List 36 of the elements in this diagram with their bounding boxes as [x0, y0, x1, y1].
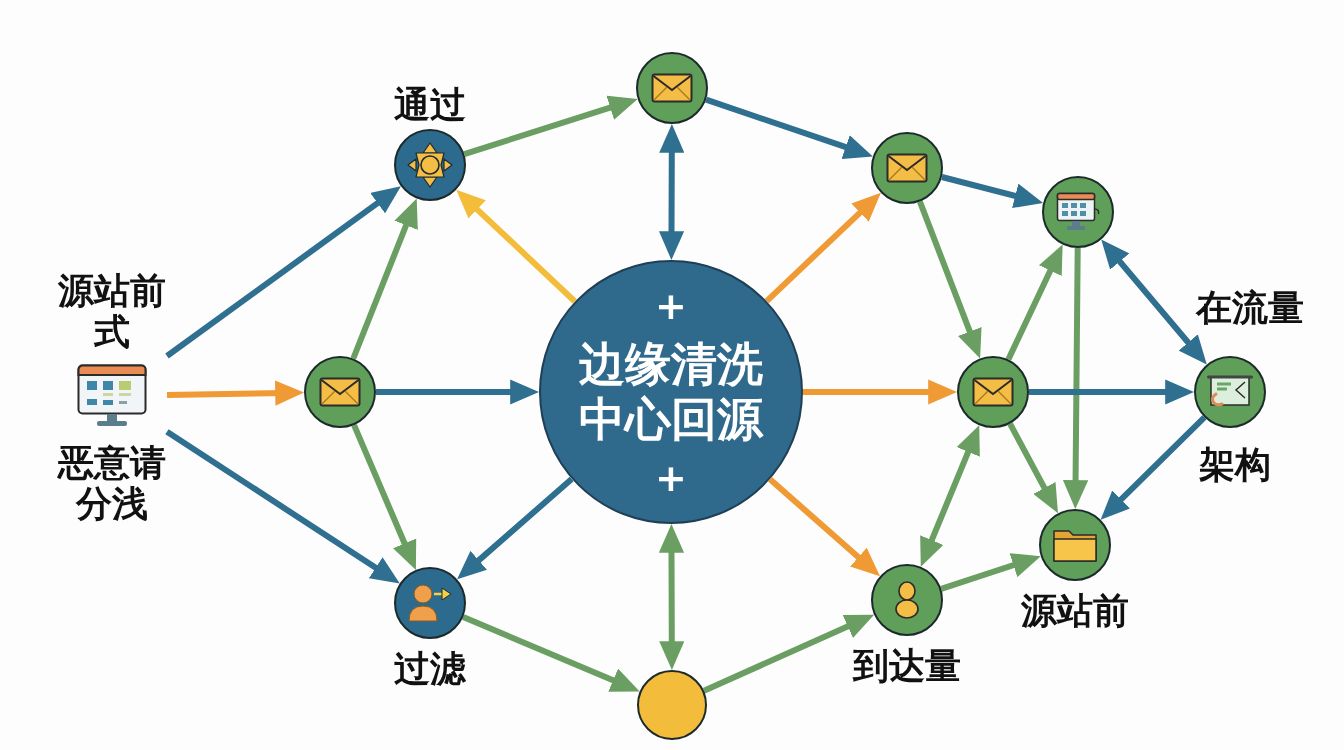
node-label: 到达量 — [853, 645, 961, 687]
arrow — [803, 379, 957, 405]
plus-sign: + — [655, 286, 687, 325]
node-label: 恶意请分浅 — [57, 442, 167, 525]
arrow — [351, 423, 419, 572]
arrow — [941, 174, 1044, 209]
plus-sign: + — [655, 459, 687, 498]
arrow — [454, 187, 577, 304]
arrow — [376, 379, 539, 405]
arrow — [1007, 422, 1061, 515]
arrow — [1029, 379, 1194, 405]
arrow — [165, 183, 403, 359]
arrow — [350, 197, 420, 360]
arrow — [1005, 243, 1066, 361]
arrow — [463, 94, 639, 157]
node-label: 通过 — [394, 84, 466, 126]
arrow — [1062, 247, 1089, 510]
double-arrow — [658, 524, 685, 670]
arrow — [1098, 415, 1207, 522]
arrow — [455, 476, 574, 582]
node-label: 源站前 — [1021, 590, 1129, 632]
node-label: 架构 — [1199, 444, 1271, 486]
arrow — [940, 552, 1042, 592]
hub-label: 边缘清洗中心回源 — [578, 336, 765, 448]
arrow — [705, 96, 874, 161]
node-label: 在流量 — [1196, 287, 1304, 329]
arrow — [462, 614, 641, 695]
double-arrow — [658, 124, 685, 260]
node-label: 过滤 — [394, 648, 466, 690]
arrow — [764, 190, 883, 304]
arrow — [165, 429, 402, 586]
arrow — [917, 200, 983, 360]
double-arrow — [918, 424, 982, 568]
node-label: 源站前式 — [57, 270, 167, 353]
arrow — [768, 477, 882, 579]
arrow — [166, 380, 305, 406]
